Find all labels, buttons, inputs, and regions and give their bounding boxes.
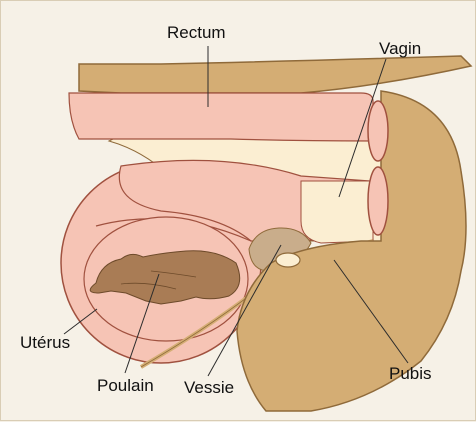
vagina-tube [301,181,373,243]
label-uterus: Utérus [20,334,70,351]
label-vessie: Vessie [184,379,234,396]
label-rectum: Rectum [167,24,226,41]
anus-opening [368,101,388,161]
pubis-bone [276,253,300,267]
rectum-tube [69,93,373,141]
label-vagin: Vagin [379,40,421,57]
label-pubis: Pubis [389,365,432,382]
back-band [79,56,471,93]
label-poulain: Poulain [97,377,154,394]
vulva-opening [368,167,388,235]
